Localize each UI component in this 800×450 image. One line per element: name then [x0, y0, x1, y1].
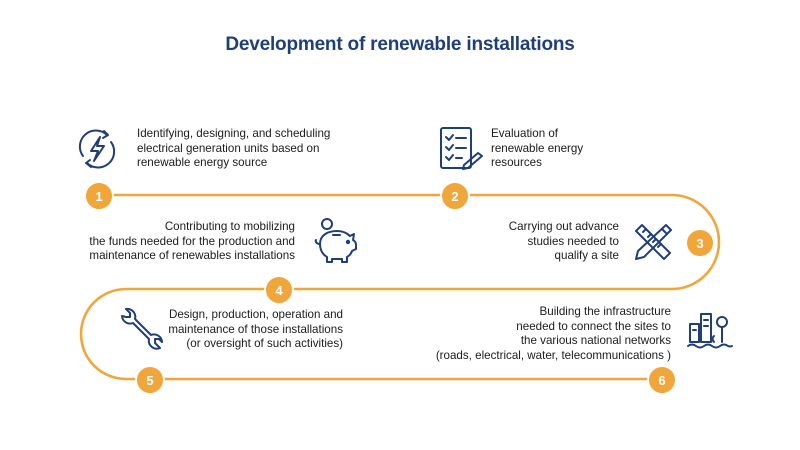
infrastructure-icon: [686, 308, 734, 357]
step-2-text: Evaluation of renewable energy resources: [491, 127, 584, 169]
step-1-text: Identifying, designing, and scheduling e…: [137, 127, 331, 169]
step-6-badge: 6: [647, 365, 677, 395]
pencil-ruler-icon: [630, 219, 676, 270]
step-4-text: Contributing to mobilizing the funds nee…: [89, 220, 295, 262]
lightning-cycle-icon: [74, 126, 120, 177]
step-4-badge: 4: [264, 275, 294, 305]
diagram-title: Development of renewable installations: [225, 34, 575, 55]
step-1-badge: 1: [84, 181, 114, 211]
checklist-icon: [437, 125, 485, 178]
piggy-bank-icon: [310, 216, 360, 271]
step-5-badge: 5: [135, 365, 165, 395]
step-3-text: Carrying out advance studies needed to q…: [508, 220, 619, 262]
step-5-text: Design, production, operation and mainte…: [168, 308, 343, 350]
wrench-icon: [118, 306, 166, 359]
step-3-badge: 3: [685, 228, 715, 258]
step-2-badge: 2: [440, 181, 470, 211]
step-6-text: Building the infrastructure needed to co…: [435, 305, 671, 362]
